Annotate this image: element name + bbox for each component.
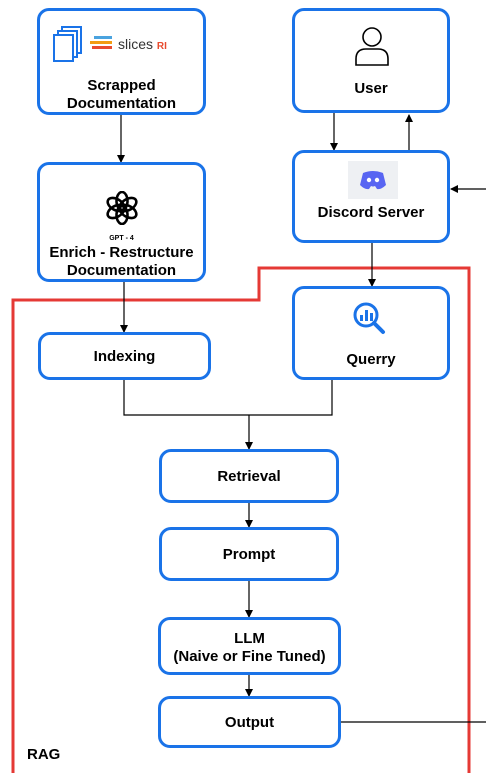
scrapped-documentation-node[interactable]: slices RI Scrapped Documentation (37, 8, 206, 115)
enrich-label-1: Enrich - Restructure (49, 244, 194, 261)
llm-label-1: LLM (234, 630, 265, 647)
model-label: GPT - 4 (109, 235, 134, 242)
scrapped-label-2: Documentation (66, 95, 177, 112)
merge-querry (249, 380, 333, 416)
enrich-restructure-node[interactable]: GPT - 4 Enrich - Restructure Documentati… (37, 162, 206, 282)
analytics-search-icon (353, 302, 385, 334)
retrieval-label: Retrieval (217, 468, 281, 485)
retrieval-node[interactable]: Retrieval (159, 449, 339, 503)
prompt-label: Prompt (222, 546, 276, 563)
enrich-label-2: Documentation (66, 262, 177, 279)
logo-suffix: RI (156, 41, 167, 52)
user-icon (355, 27, 389, 66)
scrapped-label-1: Scrapped (87, 77, 156, 94)
output-label: Output (224, 714, 275, 731)
prompt-node[interactable]: Prompt (159, 527, 339, 581)
discord-label: Discord Server (317, 204, 425, 221)
user-node[interactable]: User (292, 8, 450, 113)
slices-logo-icon (90, 36, 112, 49)
indexing-label: Indexing (93, 348, 156, 365)
discord-icon (348, 161, 398, 199)
openai-icon (106, 191, 138, 225)
querry-label: Querry (346, 351, 396, 368)
merge-indexing (123, 380, 249, 416)
llm-node[interactable]: LLM (Naive or Fine Tuned) (158, 617, 341, 675)
documents-icon (53, 26, 82, 62)
user-label: User (354, 80, 388, 97)
indexing-node[interactable]: Indexing (38, 332, 211, 380)
querry-node[interactable]: Querry (292, 286, 450, 380)
rag-boundary (11, 266, 471, 773)
logo-text: slices (118, 36, 154, 52)
output-node[interactable]: Output (158, 696, 341, 748)
discord-server-node[interactable]: Discord Server (292, 150, 450, 243)
rag-label: RAG (27, 746, 61, 763)
llm-label-2: (Naive or Fine Tuned) (173, 648, 326, 665)
